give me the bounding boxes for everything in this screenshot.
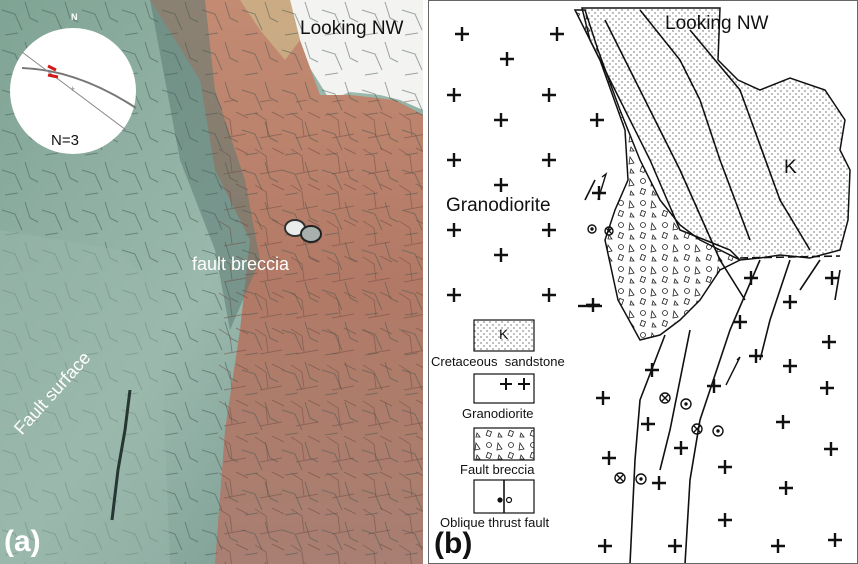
fault-breccia-annotation: fault breccia: [192, 254, 290, 274]
legend-label-sandstone: Cretaceous sandstone: [431, 354, 565, 369]
oblique-slip-symbols: [587, 172, 741, 485]
view-direction-label-b: Looking NW: [665, 13, 769, 34]
granodiorite-cross-symbols: [447, 27, 842, 553]
panel-label-b: (b): [434, 527, 473, 560]
legend-boxes: [473, 319, 535, 514]
legend-label-fault-breccia: Fault breccia: [460, 462, 535, 477]
stereonet-plot: +: [10, 28, 137, 154]
sandstone-unit-label: K: [784, 157, 797, 178]
stereonet: + N N=3: [8, 12, 138, 156]
compass-object: [284, 219, 322, 243]
geologic-sketch-panel: Looking NW Granodiorite K K Cretaceous s…: [428, 0, 858, 564]
geologic-cross-section: [447, 7, 851, 563]
legend-label-oblique-thrust-fault: Oblique thrust fault: [440, 515, 550, 530]
fault-breccia-unit: [573, 9, 742, 341]
view-direction-label-a: Looking NW: [300, 18, 404, 39]
cretaceous-sandstone-unit: [581, 7, 851, 261]
outcrop-photo: [0, 0, 423, 564]
field-photo-panel: + N N=3 Looking NW fault breccia Fault s…: [0, 0, 423, 564]
panel-label-a: (a): [4, 525, 41, 558]
svg-text:+: +: [70, 84, 75, 94]
granodiorite-unit-label: Granodiorite: [446, 195, 551, 216]
fault-plane-great-circle: [21, 67, 137, 109]
stereonet-count-label: N=3: [51, 132, 79, 149]
legend-label-granodiorite: Granodiorite: [462, 406, 534, 421]
legend-symbol-k: K: [499, 326, 509, 342]
fault-plane-great-circle-2: [21, 51, 127, 131]
slickenline-points: [47, 64, 59, 79]
stereonet-north-label: N: [71, 12, 78, 22]
fault-lines: [584, 9, 841, 563]
